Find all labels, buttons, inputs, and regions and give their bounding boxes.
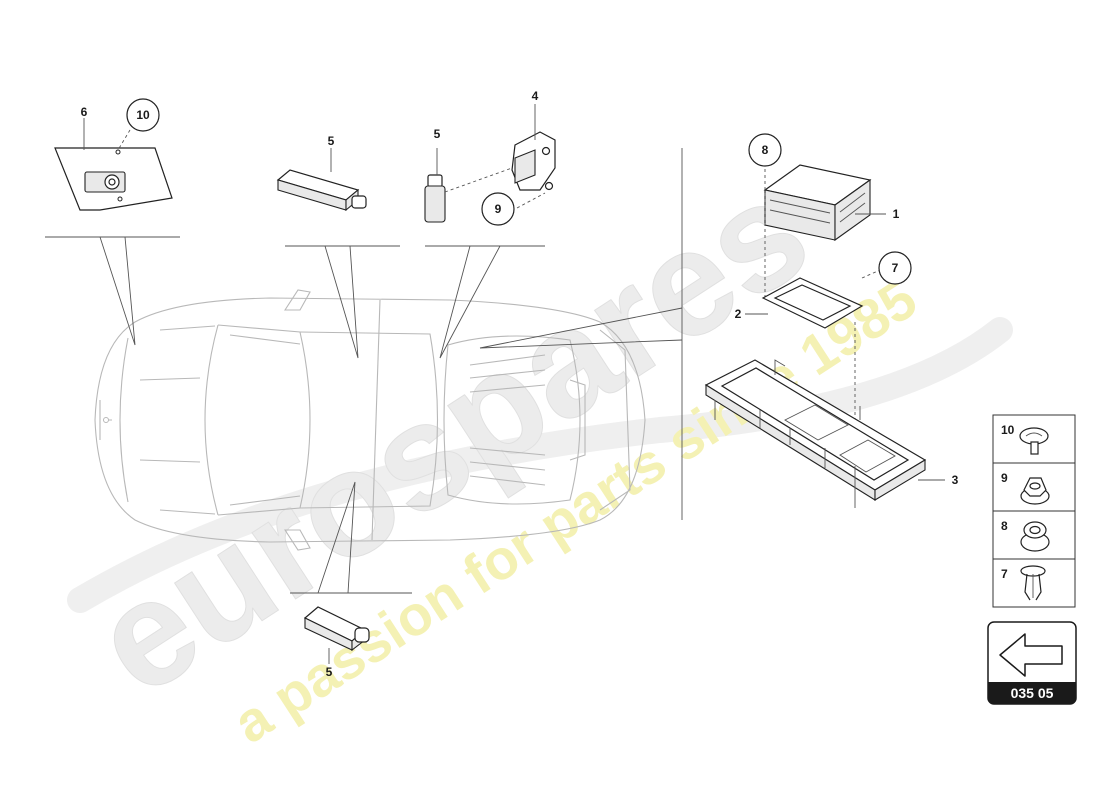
- callout-4: 4: [532, 89, 539, 103]
- sleeve-nut-icon: [1020, 521, 1050, 552]
- part-1-control-unit: [763, 163, 886, 300]
- part-5-sensor-b: [424, 148, 513, 223]
- part-2-frame: [745, 269, 881, 450]
- car-top-view: [94, 289, 646, 551]
- part-5-sensor-c: [303, 606, 370, 664]
- callout-9: 9: [495, 202, 502, 216]
- expanding-rivet-icon: [1020, 565, 1046, 601]
- prev-page-button[interactable]: 035 05: [987, 621, 1077, 705]
- callout-5-a: 5: [328, 134, 335, 148]
- part-5-sensor-a: [276, 148, 367, 212]
- part-4-bracket: [511, 104, 556, 209]
- callout-10: 10: [136, 108, 150, 122]
- callout-2: 2: [735, 307, 742, 321]
- part-3-carrier: [704, 359, 945, 508]
- callout-8: 8: [762, 143, 769, 157]
- callout-5-c: 5: [326, 665, 333, 679]
- callout-6: 6: [81, 105, 88, 119]
- callout-3: 3: [952, 473, 959, 487]
- legend-item-9-label: 9: [1001, 471, 1008, 485]
- flange-nut-icon: [1020, 477, 1050, 505]
- fastener-legend: 10 9 8 7: [992, 414, 1076, 608]
- legend-item-8-label: 8: [1001, 519, 1008, 533]
- arrow-left-icon: [999, 633, 1063, 677]
- callout-7: 7: [892, 261, 899, 275]
- callouts: 6 10 5 5 4 9 8 1 7 2 3 5: [81, 89, 959, 679]
- button-head-screw-icon: [1019, 427, 1049, 455]
- callout-5-b: 5: [434, 127, 441, 141]
- page-code: 035 05: [1011, 685, 1054, 701]
- part-6-bracket: [54, 118, 173, 211]
- callout-1: 1: [893, 207, 900, 221]
- legend-item-7-label: 7: [1001, 567, 1008, 581]
- pointer-lines: [45, 148, 683, 594]
- legend-item-10-label: 10: [1001, 423, 1015, 437]
